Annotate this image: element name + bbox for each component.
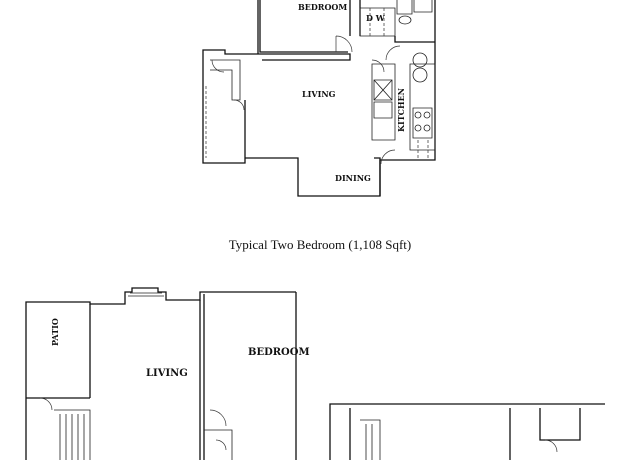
room-label-living-2: LIVING (146, 368, 188, 379)
room-label-dishwasher: D W (366, 13, 386, 23)
room-label-bedroom: BEDROOM (298, 2, 347, 12)
floor-plan-one-bedroom (202, 0, 436, 197)
room-label-kitchen: KITCHEN (396, 88, 406, 132)
room-label-patio: PATIO (50, 318, 60, 346)
plan-caption: Typical Two Bedroom (1,108 Sqft) (229, 237, 411, 252)
room-label-bedroom-2: BEDROOM (248, 347, 310, 358)
room-label-living: LIVING (302, 89, 336, 99)
floor-plan-two-bedroom (25, 287, 605, 460)
room-label-dining: DINING (335, 173, 371, 183)
